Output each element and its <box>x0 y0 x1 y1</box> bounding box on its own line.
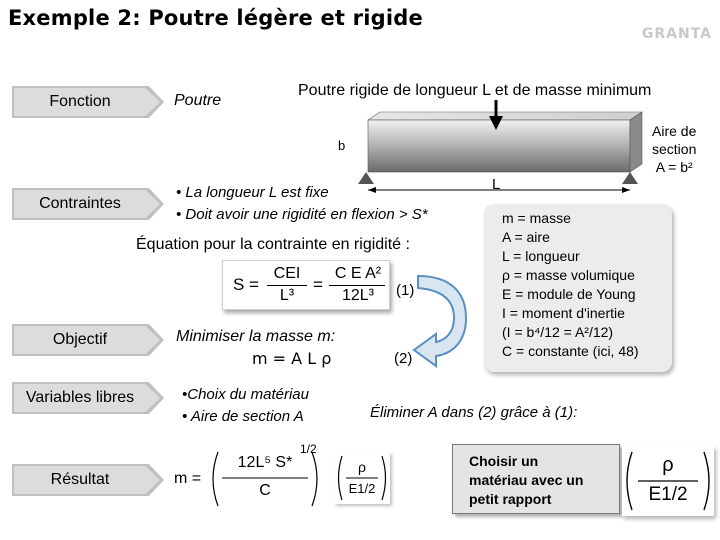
length-arrow-right <box>622 187 630 193</box>
symbol-legend: m = masse A = aire L = longueur ρ = mass… <box>484 204 672 372</box>
beam-area-label: Aire de section A = b² <box>652 123 697 175</box>
res-rho: ρ <box>358 459 366 475</box>
legend-line: (I = b⁴/12 = A²/12) <box>502 324 614 340</box>
tag-variables: Variables libres <box>12 382 164 414</box>
tag-variables-label: Variables libres <box>14 384 160 412</box>
res-E-half: E1/2 <box>348 481 376 496</box>
res-exp: 1/2 <box>300 442 317 456</box>
eq-equals-2: = <box>313 275 323 294</box>
choose-line: matériau avec un <box>469 472 584 488</box>
right-support <box>622 172 638 184</box>
res-ratio-parens <box>337 455 387 501</box>
legend-line: I = moment d'inertie <box>502 305 625 321</box>
choose-line: petit rapport <box>469 491 552 507</box>
res-parentheses <box>212 451 318 507</box>
res-den: C <box>259 482 271 499</box>
result-equation: m = 12L⁵ S* C 1/2 <box>168 440 328 510</box>
beam-top-face <box>367 111 643 121</box>
eq-frac2-den: 12L³ <box>341 287 375 304</box>
tag-contraintes-label: Contraintes <box>14 190 160 218</box>
ratio-parens <box>626 451 710 511</box>
variable-1: •Choix du matériau <box>182 386 309 403</box>
eq-number-2: (2) <box>394 350 413 367</box>
stiffness-equation-box: S = CEI L³ = C E A² 12L³ <box>222 260 390 310</box>
tag-fonction-label: Fonction <box>14 88 160 116</box>
legend-line: ρ = masse volumique <box>502 267 635 283</box>
length-arrow-left <box>368 187 376 193</box>
beam-diagram <box>358 100 643 193</box>
legend-line: E = module de Young <box>502 286 636 302</box>
legend-line: C = constante (ici, 48) <box>502 343 639 359</box>
tag-resultat-label: Résultat <box>14 466 160 494</box>
legend-line: A = aire <box>502 229 550 245</box>
beam-side-face <box>629 111 643 173</box>
equation-intro: Équation pour la contrainte en rigidité … <box>136 236 410 253</box>
eq-frac1-num: CEI <box>273 265 301 282</box>
eq-frac2-num: C E A² <box>334 265 382 282</box>
beam-L-label: L <box>492 176 501 193</box>
eq-frac2-bar <box>329 285 385 286</box>
page-title: Exemple 2: Poutre légère et rigide <box>8 6 423 30</box>
ratio-E-half: E1/2 <box>648 484 688 505</box>
choose-line: Choisir un <box>469 453 539 469</box>
eq-number-1: (1) <box>396 282 415 299</box>
material-index-box: ρ E1/2 <box>622 446 714 516</box>
contrainte-2: • Doit avoir une rigidité en flexion > S… <box>176 206 428 223</box>
legend-line: L = longueur <box>502 248 580 264</box>
tag-fonction: Fonction <box>12 86 164 118</box>
tag-contraintes: Contraintes <box>12 188 164 220</box>
load-arrow-head <box>489 116 503 130</box>
legend-line: m = masse <box>502 210 571 226</box>
res-ratio-small: ρ E1/2 <box>334 452 390 504</box>
choose-material-box: Choisir un matériau avec un petit rappor… <box>452 444 620 514</box>
fonction-description: Poutre rigide de longueur L et de masse … <box>298 82 652 99</box>
eq-lhs: S = <box>233 275 259 294</box>
granta-logo: GRANTA <box>641 26 712 42</box>
variable-2: • Aire de section A <box>182 408 304 425</box>
objectif-text: Minimiser la masse m: <box>176 328 336 345</box>
res-m-eq: m = <box>174 470 202 487</box>
curved-arrow-icon <box>412 274 468 368</box>
tag-objectif: Objectif <box>12 324 164 356</box>
tag-objectif-label: Objectif <box>14 326 160 354</box>
beam-front-face <box>367 119 631 173</box>
contrainte-1: • La longueur L est fixe <box>176 184 329 201</box>
fonction-short: Poutre <box>174 92 222 109</box>
beam-b-label: b <box>338 138 346 153</box>
tag-resultat: Résultat <box>12 464 164 496</box>
left-support <box>358 172 374 184</box>
res-num: 12L⁵ S* <box>237 454 293 471</box>
eq-frac1-den: L³ <box>279 287 295 304</box>
eliminate-text: Éliminer A dans (2) grâce à (1): <box>370 404 578 421</box>
objectif-equation: m = A L ρ <box>252 349 332 368</box>
ratio-rho: ρ <box>662 454 674 476</box>
eq-frac1-bar <box>267 285 307 286</box>
